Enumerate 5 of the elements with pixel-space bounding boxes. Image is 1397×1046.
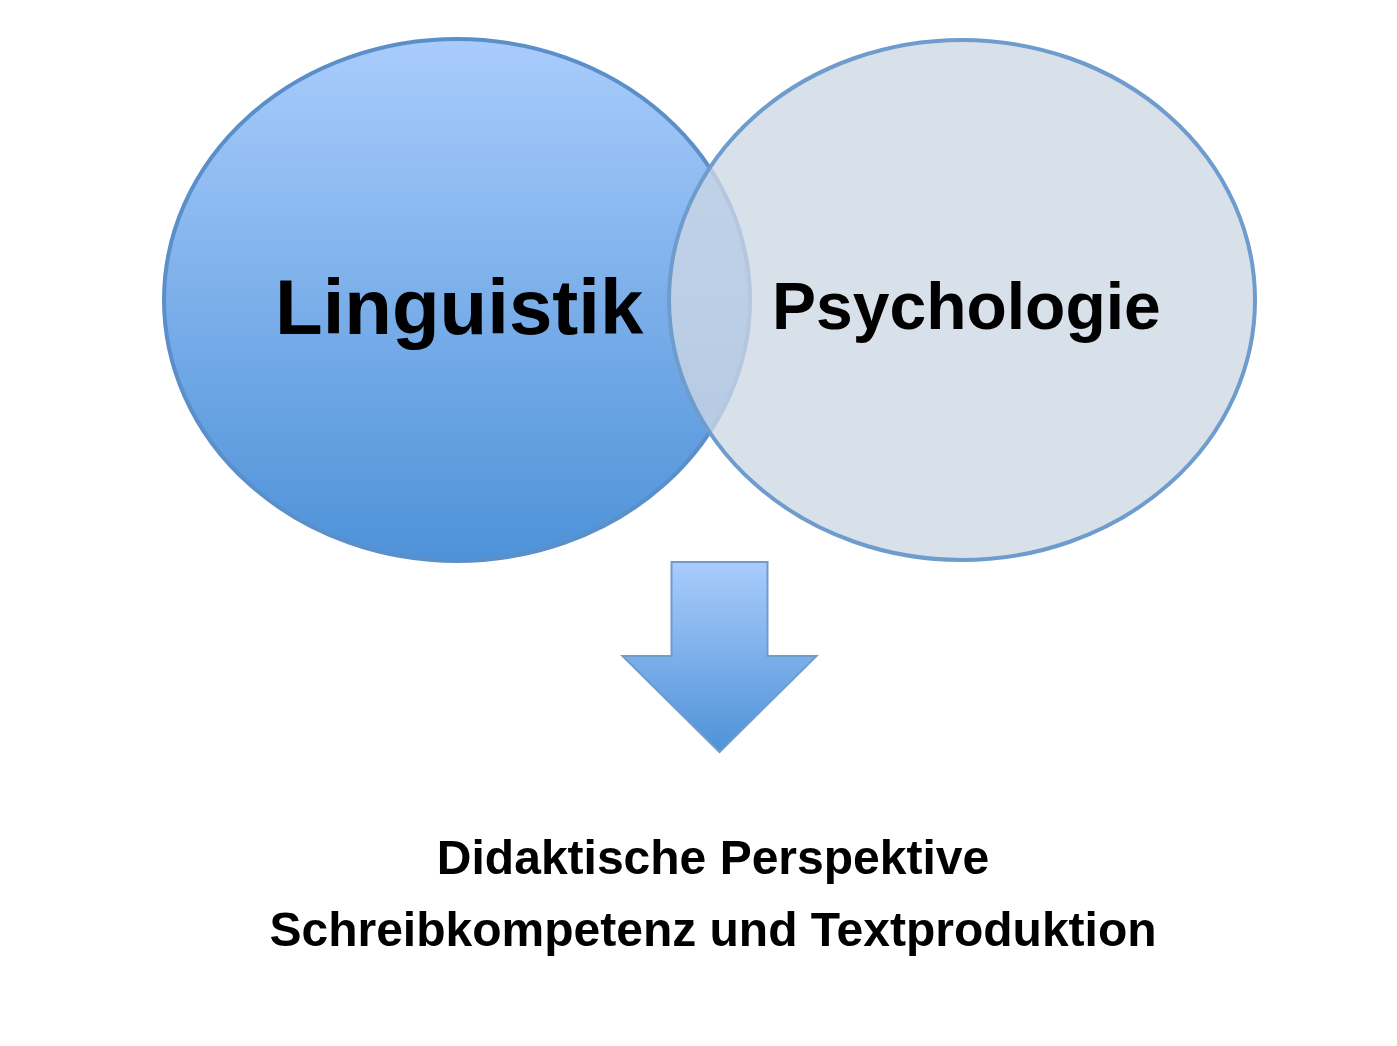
subheading-text: Schreibkompetenz und Textproduktion [269, 902, 1157, 958]
circle-label: Linguistik [275, 262, 644, 353]
heading-text: Didaktische Perspektive [436, 830, 990, 886]
block-arrow [620, 561, 819, 754]
circle-label: Psychologie [772, 268, 1161, 344]
